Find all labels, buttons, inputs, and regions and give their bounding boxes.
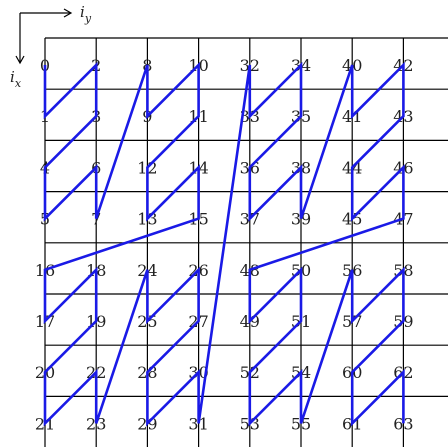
cell-label: 39 [291,210,311,229]
ix-axis-label: ix [10,68,22,90]
axis-arrows: iy ix [10,3,92,90]
z-order-curve-path [43,61,405,427]
iy-axis-arrowhead [63,8,73,18]
cell-label: 23 [86,414,106,433]
cell-label: 63 [393,414,413,433]
ix-axis-arrowhead [15,55,25,65]
cell-label: 31 [188,414,208,433]
z-curve [43,61,405,427]
cell-label: 55 [291,414,311,433]
grid [44,37,448,447]
iy-axis-label: iy [80,3,92,25]
cell-label: 7 [91,210,101,229]
